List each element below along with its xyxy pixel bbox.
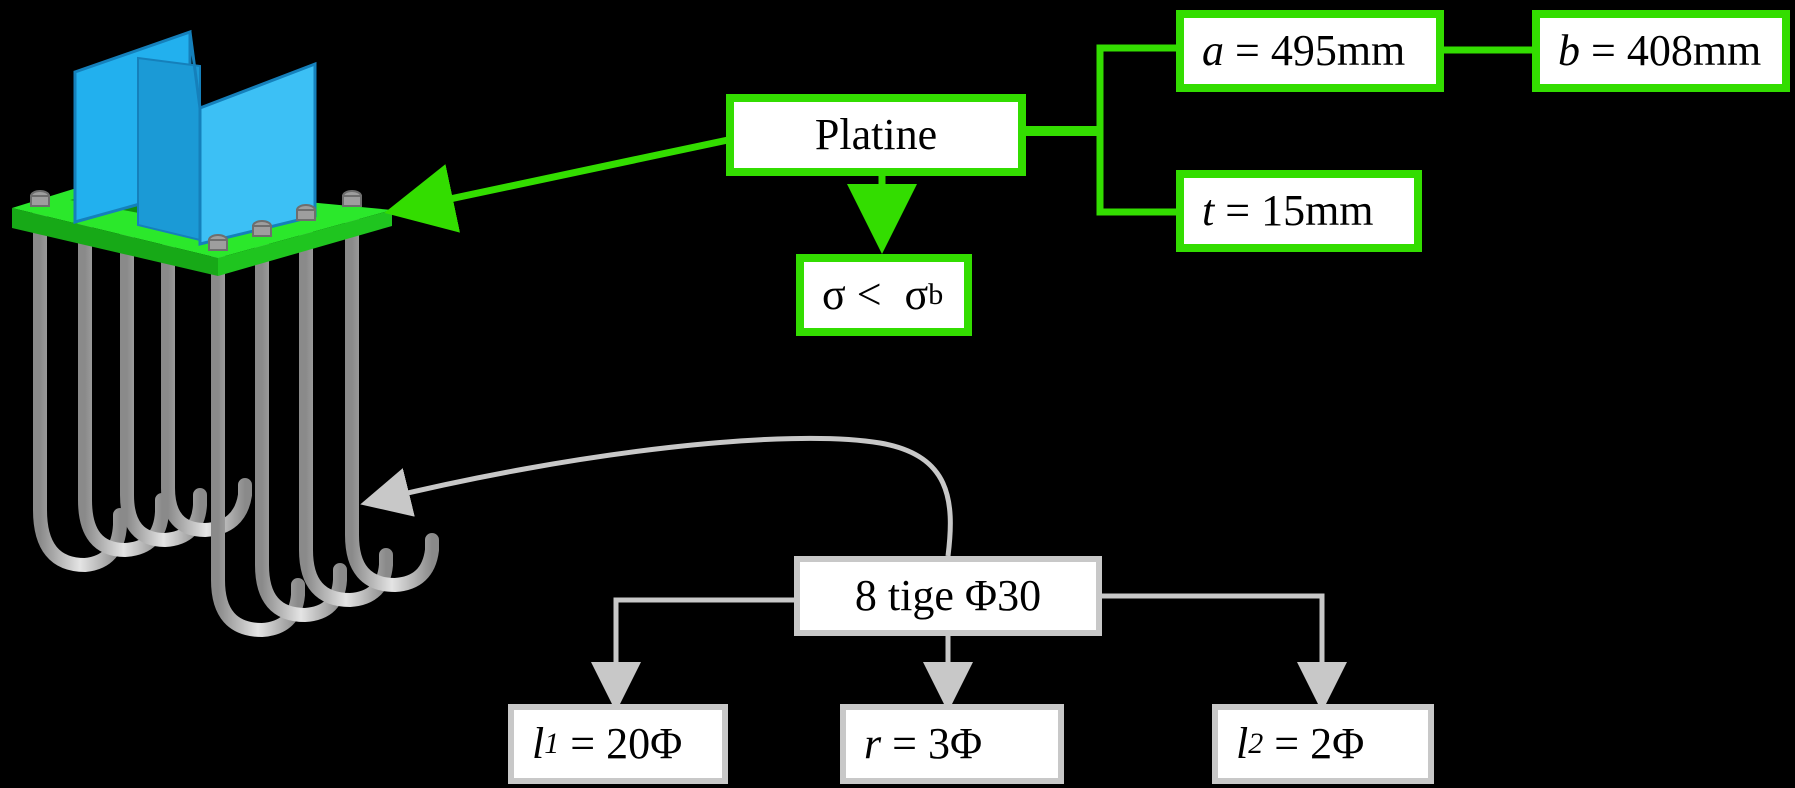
platine-to-plate-arrow <box>384 136 729 233</box>
anchor-rod <box>120 225 207 548</box>
bolt-head <box>208 239 228 251</box>
r-variable: r <box>864 719 882 768</box>
l1-subscript: 1 <box>544 727 560 760</box>
b-value: 408mm <box>1626 26 1762 75</box>
r-value: 3Φ <box>927 719 983 768</box>
t-value: 15mm <box>1261 186 1374 235</box>
l2-value: 2Φ <box>1310 719 1365 768</box>
base-plate-illustration <box>12 29 439 638</box>
bolt-heads <box>30 190 362 251</box>
thickness-t-box: t = 15mm <box>1176 170 1422 252</box>
l2-variable: l <box>1236 719 1249 768</box>
r-equals: = <box>881 719 928 768</box>
l1-value: 20Φ <box>606 719 683 768</box>
bolt-head <box>342 195 362 207</box>
a-equals: = <box>1224 26 1271 75</box>
anchor-rod <box>33 198 127 573</box>
a-variable: a <box>1202 26 1224 75</box>
dimension-a-box: a = 495mm <box>1176 10 1444 92</box>
platine-connectors <box>384 44 1532 254</box>
anchor-rod <box>161 241 252 538</box>
anchor-rods <box>33 198 439 638</box>
t-variable: t <box>1202 186 1215 235</box>
platine-branch-bracket <box>1096 44 1176 216</box>
tiges-to-l2-arrow <box>1100 593 1347 712</box>
tiges-label: 8 tige Φ30 <box>854 571 1042 620</box>
b-equals: = <box>1580 26 1627 75</box>
tiges-to-l1-arrow <box>591 597 798 712</box>
platine-box: Platine <box>726 94 1026 176</box>
tiges-box: 8 tige Φ30 <box>794 556 1102 636</box>
bolt-head <box>30 195 50 207</box>
bolt-head <box>252 225 272 237</box>
t-equals: = <box>1214 186 1262 235</box>
a-value: 495mm <box>1270 26 1406 75</box>
platine-label: Platine <box>814 110 938 159</box>
stress-sigma: σ <box>822 270 846 319</box>
steel-column <box>73 29 317 246</box>
b-variable: b <box>1558 26 1580 75</box>
dimension-b-box: b = 408mm <box>1532 10 1790 92</box>
anchor-rod <box>78 215 169 558</box>
l2-equals: = <box>1263 719 1311 768</box>
tiges-to-rods-arrow <box>360 435 953 557</box>
l1-equals: = <box>559 719 607 768</box>
radius-r-box: r = 3Φ <box>840 704 1064 784</box>
l1-variable: l <box>532 719 545 768</box>
stress-sigma-subscript: b <box>928 278 944 311</box>
stress-operator: < <box>845 270 893 319</box>
bolt-head <box>296 209 316 221</box>
tiges-connectors <box>360 435 1347 712</box>
l2-subscript: 2 <box>1248 727 1264 760</box>
stress-sigma-b: σ <box>904 270 929 319</box>
anchor-rod <box>345 203 439 593</box>
